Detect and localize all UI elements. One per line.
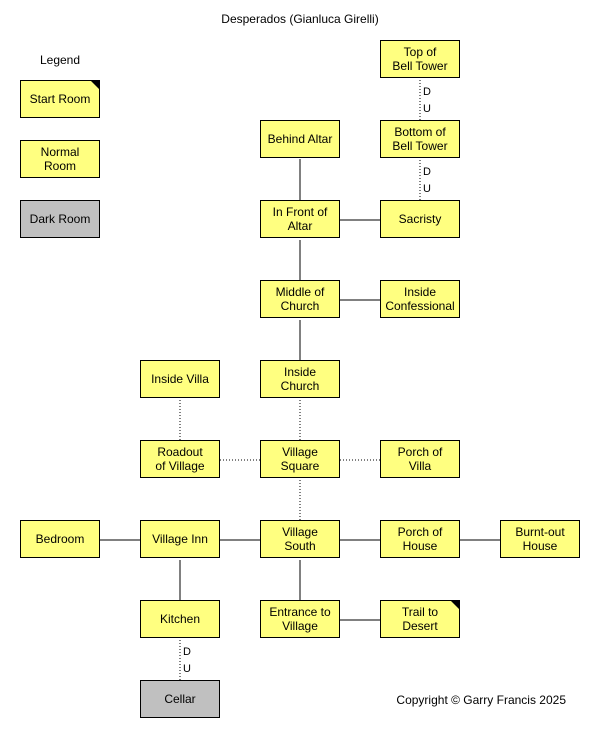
room-label: In Front of Altar — [272, 205, 328, 233]
room-label: Behind Altar — [267, 132, 333, 146]
room-burnt-out-house[interactable]: Burnt-out House — [500, 520, 580, 558]
room-entrance-to-village[interactable]: Entrance to Village — [260, 600, 340, 638]
room-label: Porch of House — [397, 525, 443, 553]
legend-dark-label: Dark Room — [29, 212, 91, 226]
start-marker-icon — [450, 601, 459, 610]
room-bedroom[interactable]: Bedroom — [20, 520, 100, 558]
down-label: D — [183, 646, 191, 658]
room-label: Inside Church — [280, 365, 320, 393]
room-label: Trail to Desert — [401, 605, 439, 633]
room-label: Cellar — [164, 692, 196, 706]
room-inside-church[interactable]: Inside Church — [260, 360, 340, 398]
room-cellar[interactable]: Cellar — [140, 680, 220, 718]
room-label: Village Square — [280, 445, 320, 473]
up-label: U — [183, 663, 191, 675]
room-porch-of-villa[interactable]: Porch of Villa — [380, 440, 460, 478]
down-label: D — [423, 86, 431, 98]
room-inside-confessional[interactable]: Inside Confessional — [380, 280, 460, 318]
room-porch-of-house[interactable]: Porch of House — [380, 520, 460, 558]
room-top-of-bell-tower[interactable]: Top of Bell Tower — [380, 40, 460, 78]
room-village-square[interactable]: Village Square — [260, 440, 340, 478]
room-label: Burnt-out House — [515, 525, 565, 553]
room-label: Village Inn — [152, 532, 208, 546]
room-label: Village South — [282, 525, 318, 553]
room-bottom-of-bell-tower[interactable]: Bottom of Bell Tower — [380, 120, 460, 158]
room-label: Bottom of Bell Tower — [392, 125, 448, 153]
room-village-inn[interactable]: Village Inn — [140, 520, 220, 558]
up-label: U — [423, 183, 431, 195]
room-label: Top of Bell Tower — [392, 45, 448, 73]
room-label: Inside Villa — [151, 372, 209, 386]
legend-normal-label: Normal Room — [40, 145, 80, 173]
start-marker-icon — [90, 81, 99, 90]
room-trail-to-desert[interactable]: Trail to Desert — [380, 600, 460, 638]
room-kitchen[interactable]: Kitchen — [140, 600, 220, 638]
up-label: U — [423, 103, 431, 115]
room-label: Entrance to Village — [269, 605, 331, 633]
room-label: Inside Confessional — [385, 285, 455, 313]
room-label: Roadout of Village — [155, 445, 205, 473]
room-label: Bedroom — [35, 532, 85, 546]
room-label: Sacristy — [398, 212, 442, 226]
room-label: Kitchen — [159, 612, 201, 626]
legend-dark-room: Dark Room — [20, 200, 100, 238]
room-roadout-of-village[interactable]: Roadout of Village — [140, 440, 220, 478]
room-behind-altar[interactable]: Behind Altar — [260, 120, 340, 158]
room-middle-of-church[interactable]: Middle of Church — [260, 280, 340, 318]
room-label: Middle of Church — [275, 285, 325, 313]
legend-start-room: Start Room — [20, 80, 100, 118]
room-village-south[interactable]: Village South — [260, 520, 340, 558]
map-title: Desperados (Gianluca Girelli) — [221, 12, 379, 26]
down-label: D — [423, 166, 431, 178]
legend-start-label: Start Room — [29, 92, 91, 106]
room-label: Porch of Villa — [397, 445, 443, 473]
copyright-notice: Copyright © Garry Francis 2025 — [396, 693, 566, 707]
room-sacristy[interactable]: Sacristy — [380, 200, 460, 238]
legend-heading: Legend — [39, 53, 81, 67]
legend-normal-room: Normal Room — [20, 140, 100, 178]
room-inside-villa[interactable]: Inside Villa — [140, 360, 220, 398]
room-in-front-of-altar[interactable]: In Front of Altar — [260, 200, 340, 238]
